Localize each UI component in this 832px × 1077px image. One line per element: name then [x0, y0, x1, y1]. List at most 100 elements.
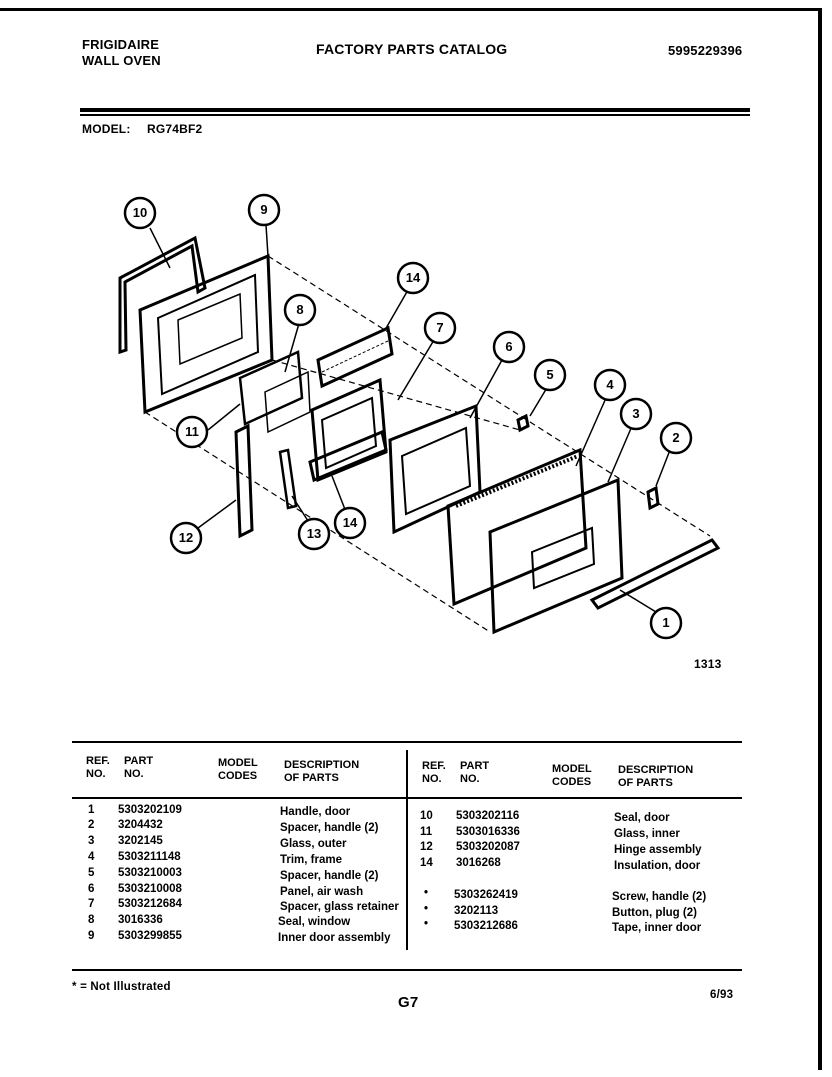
left-part-5: 5303210003	[118, 867, 182, 879]
callout-3: 3	[632, 406, 640, 421]
model-label: MODEL:	[82, 122, 131, 136]
right-desc-11: Glass, inner	[614, 828, 680, 840]
header-rule-top	[80, 108, 750, 112]
brand-line-1: FRIGIDAIRE	[82, 37, 160, 52]
left-part-4: 5303211148	[118, 851, 181, 863]
part-spacer-retainer	[310, 377, 388, 483]
part-trim-frame	[446, 447, 588, 607]
left-desc-5: Spacer, handle (2)	[280, 870, 379, 882]
hdr-model-codes-left: MODEL CODES	[218, 757, 258, 782]
page-code: G7	[398, 994, 419, 1011]
hdr-description-left: DESCRIPTION OF PARTS	[284, 759, 360, 784]
left-ref-4: 4	[88, 851, 95, 863]
left-part-9: 5303299855	[118, 930, 182, 942]
right-extra-part-2: 3202113	[454, 905, 499, 917]
right-part-14: 3016268	[456, 857, 501, 869]
brand-line-2: WALL OVEN	[82, 53, 161, 68]
hdr-ref-no-right: REF. NO.	[422, 760, 446, 785]
part-insulation-bottom	[308, 429, 388, 483]
left-ref-5: 5	[88, 867, 95, 879]
left-ref-8: 8	[88, 914, 95, 926]
right-ref-11: 11	[420, 826, 433, 838]
right-extra-ref-1: •	[424, 887, 429, 899]
catalog-number: 5995229396	[668, 43, 743, 58]
part-glass-inner	[238, 350, 304, 426]
callout-1: 1	[662, 615, 670, 630]
right-desc-14: Insulation, door	[614, 860, 701, 872]
part-outer-glass	[488, 477, 624, 635]
right-part-10: 5303202116	[456, 810, 520, 822]
hdr-part-no-left: PART NO.	[124, 755, 154, 780]
model-value: RG74BF2	[147, 122, 203, 136]
right-extra-part-3: 5303212686	[454, 920, 518, 932]
left-part-1: 5303202109	[118, 804, 182, 816]
right-part-11: 5303016336	[456, 826, 520, 838]
table-bottom-rule	[72, 969, 742, 971]
right-extra-desc-3: Tape, inner door	[612, 922, 702, 934]
left-desc-7: Spacer, glass retainer	[280, 901, 399, 913]
callout-11: 11	[185, 424, 199, 439]
right-ref-12: 12	[420, 841, 433, 853]
callout-2: 2	[672, 430, 680, 445]
left-desc-6: Panel, air wash	[280, 886, 364, 898]
callout-12: 12	[178, 530, 194, 545]
right-ref-14: 14	[420, 857, 433, 869]
hdr-description-right: DESCRIPTION OF PARTS	[618, 764, 694, 789]
part-handle	[589, 538, 721, 610]
callout-7: 7	[436, 320, 444, 335]
table-divider	[406, 750, 408, 950]
header-rule-bottom	[80, 114, 750, 116]
right-desc-12: Hinge assembly	[614, 844, 702, 856]
callout-14-top: 14	[405, 270, 421, 285]
hdr-model-codes-right: MODEL CODES	[552, 763, 592, 788]
left-desc-3: Glass, outer	[280, 838, 347, 850]
left-ref-9: 9	[88, 930, 95, 942]
revision-date: 6/93	[710, 989, 734, 1001]
callout-9: 9	[260, 202, 268, 217]
callout-4: 4	[606, 377, 614, 392]
hdr-part-no-right: PART NO.	[460, 760, 490, 785]
left-desc-1: Handle, door	[280, 806, 351, 818]
left-ref-1: 1	[88, 804, 95, 816]
right-extra-ref-2: •	[424, 903, 429, 915]
right-extra-desc-2: Button, plug (2)	[612, 907, 697, 919]
right-part-12: 5303202087	[456, 841, 520, 853]
not-illustrated-note: * = Not Illustrated	[72, 981, 171, 993]
callout-13: 13	[306, 526, 322, 541]
right-extra-part-1: 5303262419	[454, 889, 518, 901]
callout-10: 10	[132, 205, 148, 220]
left-part-2: 3204432	[118, 819, 163, 831]
page-border-right	[818, 10, 822, 1070]
right-desc-10: Seal, door	[614, 812, 670, 824]
left-desc-8: Seal, window	[278, 916, 351, 928]
callout-14-bottom: 14	[342, 515, 358, 530]
left-desc-2: Spacer, handle (2)	[280, 822, 379, 834]
part-door-seal	[118, 235, 207, 355]
left-part-8: 3016336	[118, 914, 163, 926]
part-plug	[278, 448, 298, 510]
part-handle-spacer-2	[646, 485, 660, 511]
callout-6: 6	[505, 339, 513, 354]
right-extra-desc-1: Screw, handle (2)	[612, 891, 707, 903]
part-insulation-top	[316, 325, 394, 389]
right-extra-ref-3: •	[424, 918, 429, 930]
part-hinge	[234, 423, 254, 539]
left-desc-9: Inner door assembly	[278, 932, 391, 944]
left-ref-2: 2	[88, 819, 95, 831]
left-part-3: 3202145	[118, 835, 163, 847]
left-desc-4: Trim, frame	[280, 854, 342, 866]
exploded-door-diagram	[118, 193, 721, 640]
table-top-rule	[72, 741, 742, 743]
hdr-ref-no-left: REF. NO.	[86, 755, 110, 780]
callout-8: 8	[296, 302, 304, 317]
left-ref-7: 7	[88, 898, 95, 910]
left-ref-6: 6	[88, 883, 95, 895]
left-part-7: 5303212684	[118, 898, 182, 910]
drawing-number: 1313	[694, 657, 722, 671]
page-border-top	[0, 8, 822, 11]
callout-5: 5	[546, 367, 554, 382]
catalog-title: FACTORY PARTS CATALOG	[316, 41, 508, 57]
left-ref-3: 3	[88, 835, 95, 847]
right-ref-10: 10	[420, 810, 433, 822]
left-part-6: 5303210008	[118, 883, 182, 895]
